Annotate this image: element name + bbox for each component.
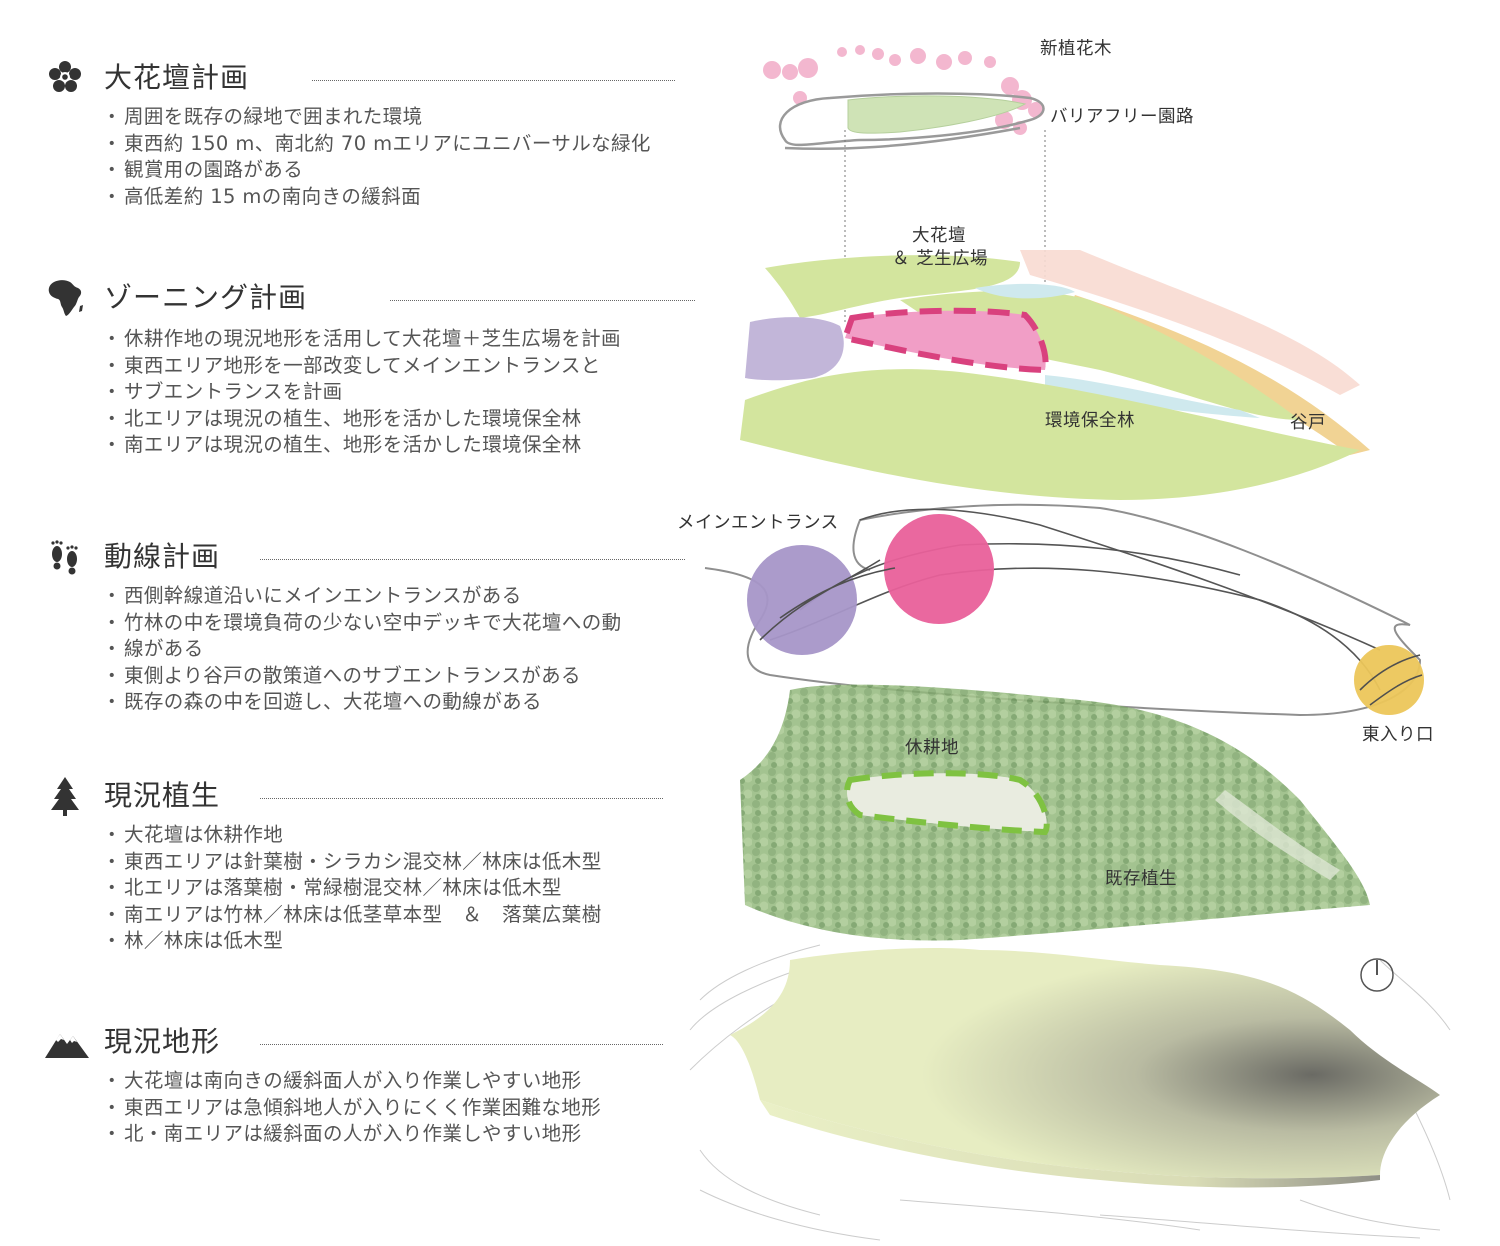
label-flowerbed: 大花壇 [912, 226, 966, 246]
contour-lines [689, 944, 1451, 1241]
path-south [769, 567, 1381, 691]
section-title: 現況植生 [104, 779, 221, 812]
section-header: 動線計画 [40, 537, 720, 577]
label-barrier-free-path: バリアフリー園路 [1050, 107, 1194, 127]
bullet-item: 林／林床は低木型 [102, 928, 602, 955]
bullet-item: 東西エリア地形を一部改変してメインエントランスと [102, 353, 621, 380]
bullet-item: 北エリアは現況の植生、地形を活かした環境保全林 [102, 406, 621, 433]
zoning-layer [740, 250, 1370, 500]
bullet-item: 東西エリアは急傾斜地人が入りにくく作業困難な地形 [102, 1095, 601, 1122]
bullet-item: 竹林の中を環境負荷の少ない空中デッキで大花壇への動 [102, 610, 622, 637]
forest-aerial [740, 684, 1370, 941]
bullet-item: 大花壇は休耕作地 [102, 822, 602, 849]
section-header: 現況地形 [40, 1022, 720, 1062]
path-overlay-west [759, 559, 896, 641]
bullet-item: サブエントランスを計画 [102, 379, 621, 406]
bullet-list: 休耕作地の現況地形を活用して大花壇＋芝生広場を計画 東西エリア地形を一部改変して… [102, 326, 621, 459]
section-divider [312, 80, 675, 81]
bullet-item: 北・南エリアは緩斜面の人が入り作業しやすい地形 [102, 1121, 601, 1148]
section-title: 現況地形 [104, 1025, 221, 1058]
forest-east-clearing [1215, 790, 1340, 880]
section-header: 現況植生 [40, 776, 720, 816]
bullet-item: 大花壇は南向きの緩斜面人が入り作業しやすい地形 [102, 1068, 601, 1095]
label-fallow-land: 休耕地 [905, 738, 959, 758]
main-entrance-circle [747, 545, 857, 655]
africa-icon [48, 280, 83, 316]
section-title: 大花壇計画 [104, 61, 250, 94]
section-divider [390, 300, 695, 301]
label-main-entrance: メインエントランス [677, 513, 839, 533]
label-new-trees: 新植花木 [1040, 39, 1112, 59]
label-conservation-forest: 環境保全林 [1045, 411, 1135, 431]
fallow-land [844, 770, 1050, 836]
north-arrow-icon [1360, 958, 1394, 992]
vegetation-layer [740, 684, 1370, 941]
tree-icon [51, 777, 79, 816]
path-overlay-east [1359, 654, 1423, 706]
flowerbed-layer [763, 45, 1046, 370]
bullet-list: 大花壇は南向きの緩斜面人が入り作業しやすい地形 東西エリアは急傾斜地人が入りにく… [102, 1068, 601, 1148]
bullet-item: 周囲を既存の緑地で囲まれた環境 [102, 104, 651, 131]
terrain-front-face [760, 1100, 1380, 1188]
bullet-item: 線がある [102, 636, 622, 663]
zone-flowerbed [841, 307, 1049, 374]
zone-water [975, 283, 1260, 418]
circulation-layer [704, 503, 1424, 717]
path-middle [799, 542, 1241, 611]
new-trees-group [763, 45, 1044, 135]
bullet-list: 大花壇は休耕作地 東西エリアは針葉樹・シラカシ混交林／林床は低木型 北エリアは落… [102, 822, 602, 955]
section-header: 大花壇計画 [40, 58, 720, 98]
bullet-item: 既存の森の中を回遊し、大花壇への動線がある [102, 689, 622, 716]
zone-yato-band [1020, 250, 1360, 395]
bullet-item: 観賞用の園路がある [102, 157, 651, 184]
east-entrance-circle [1354, 645, 1424, 715]
bullet-item: 東西エリアは針葉樹・シラカシ混交林／林床は低木型 [102, 849, 602, 876]
flowerbed-slope [847, 95, 1027, 134]
section-divider [260, 798, 663, 799]
bullet-list: 西側幹線道沿いにメインエントランスがある 竹林の中を環境負荷の少ない空中デッキで… [102, 583, 622, 716]
bullet-item: 東側より谷戸の散策道へのサブエントランスがある [102, 663, 622, 690]
label-existing-vegetation: 既存植生 [1105, 869, 1177, 889]
barrier-free-path-outer [784, 126, 1021, 151]
flowerbed-circle [884, 514, 994, 624]
bullet-item: 南エリアは現況の植生、地形を活かした環境保全林 [102, 432, 621, 459]
zone-conservation-forest [740, 369, 1360, 500]
bullet-item: 北エリアは落葉樹・常緑樹混交林／林床は低木型 [102, 875, 602, 902]
footprints-icon [51, 540, 78, 575]
section-title: 動線計画 [104, 540, 221, 573]
mountain-icon [45, 1034, 89, 1058]
section-header: ゾーニング計画 [40, 278, 720, 318]
section-title: ゾーニング計画 [104, 281, 308, 314]
bullet-item: 高低差約 15 mの南向きの緩斜面 [102, 184, 651, 211]
flower-icon [49, 61, 81, 92]
terrain-surface [730, 948, 1440, 1179]
section-divider [260, 559, 685, 560]
bullet-list: 周囲を既存の緑地で囲まれた環境 東西約 150 m、南北約 70 mエリアにユニ… [102, 104, 651, 211]
zone-west-entrance [745, 317, 844, 381]
barrier-free-path-loop [778, 92, 1045, 147]
bullet-item: 東西約 150 m、南北約 70 mエリアにユニバーサルな緑化 [102, 131, 651, 158]
label-east-entrance: 東入り口 [1362, 725, 1434, 745]
zone-north-green [765, 255, 1020, 318]
section-divider [260, 1044, 663, 1045]
bullet-item: 西側幹線道沿いにメインエントランスがある [102, 583, 622, 610]
label-yato: 谷戸 [1290, 413, 1326, 433]
bullet-item: 南エリアは竹林／林床は低茎草本型 ＆ 落葉広葉樹 [102, 902, 602, 929]
terrain-layer [689, 944, 1451, 1241]
bullet-item: 休耕作地の現況地形を活用して大花壇＋芝生広場を計画 [102, 326, 621, 353]
label-lawn-plaza: ＆ 芝生広場 [892, 249, 989, 269]
